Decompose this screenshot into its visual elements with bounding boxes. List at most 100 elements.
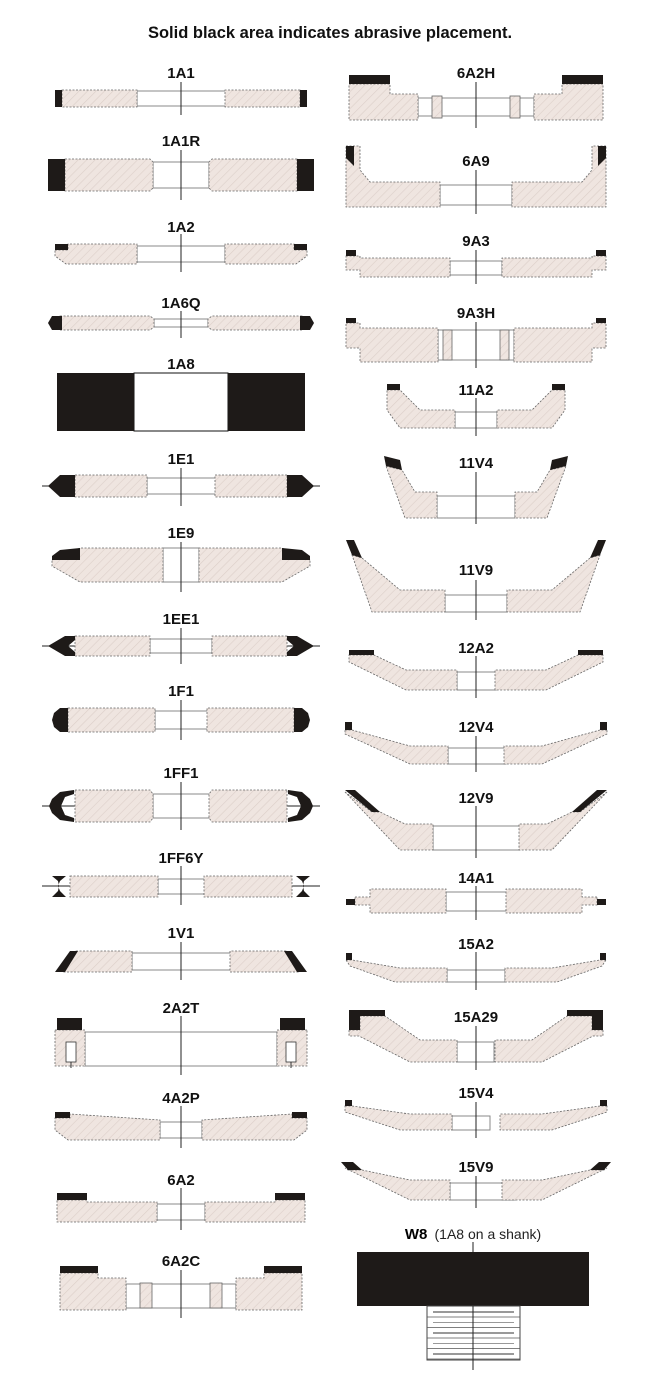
abrasive-section: [300, 316, 314, 330]
wheel-9a3: 9A3: [345, 233, 607, 284]
abrasive-section: [349, 650, 374, 655]
insert: [285, 1041, 297, 1063]
wheel-1a2: 1A2: [54, 219, 308, 272]
abrasive-section: [567, 1010, 603, 1030]
wheel-15a2: 15A2: [345, 936, 607, 990]
wheel-body: [74, 635, 151, 657]
wheel-body: [496, 389, 566, 429]
wheel-body: [503, 729, 608, 765]
abrasive-section: [346, 540, 362, 558]
abrasive-section: [48, 316, 62, 330]
wheel-body: [59, 1272, 127, 1311]
wheel-label: 9A3: [462, 233, 490, 250]
wheel-body: [385, 465, 438, 519]
abrasive-section: [550, 456, 568, 470]
abrasive-section: [562, 75, 603, 84]
wheel-15a29: 15A29: [348, 1009, 604, 1070]
abrasive-section: [346, 899, 355, 905]
abrasive-section: [300, 90, 307, 107]
abrasive-section: [296, 876, 310, 897]
abrasive-section: [600, 1100, 607, 1106]
abrasive-section: [345, 1100, 352, 1106]
wheel-label: 1A1R: [162, 133, 201, 150]
wheel-label: 1EE1: [163, 611, 200, 628]
abrasive-section: [297, 159, 314, 191]
hub: [509, 95, 521, 119]
abrasive-section: [48, 159, 65, 191]
abrasive-section: [294, 244, 307, 250]
wheel-1v1: 1V1: [55, 925, 307, 980]
wheel-11v4: 11V4: [384, 455, 568, 524]
wheel-label: 6A2: [167, 1172, 195, 1189]
wheel-1e9: 1E9: [51, 525, 311, 592]
abrasive-section: [578, 650, 603, 655]
abrasive-section: [552, 384, 565, 390]
wheel-body: [518, 791, 608, 851]
wheel-label-w8: W8 (1A8 on a shank): [405, 1226, 541, 1243]
diagram-title: Solid black area indicates abrasive plac…: [148, 24, 512, 42]
wheel-6a9: 6A9: [345, 145, 607, 214]
abrasive-section: [349, 1010, 385, 1030]
wheel-body: [501, 255, 607, 278]
abrasive-section: [275, 1193, 305, 1200]
wheel-body: [348, 83, 419, 121]
abrasive-section: [596, 318, 606, 323]
abrasive-section: [49, 790, 74, 822]
bore-hole: [131, 952, 237, 971]
abrasive-section: [52, 708, 68, 732]
wheel-label: 11V9: [459, 562, 493, 579]
wheel-1ff1: 1FF1: [42, 765, 320, 830]
wheel-label: 14A1: [458, 870, 494, 887]
abrasive-section: [341, 1162, 362, 1170]
wheel-2a2t: 2A2T: [54, 1000, 308, 1075]
wheel-body: [74, 474, 148, 498]
hub: [442, 329, 453, 361]
abrasive-section: [48, 636, 75, 656]
wheel-label: 1A6Q: [161, 295, 201, 312]
hub: [209, 1282, 223, 1309]
wheel-body: [211, 635, 288, 657]
abrasive-section: [600, 953, 606, 960]
wheel-body: [344, 1167, 451, 1201]
wheel-1a1r: 1A1R: [48, 133, 314, 200]
wheel-15v9: 15V9: [341, 1159, 611, 1208]
wheel-15v4: 15V4: [344, 1085, 608, 1138]
abrasive-section: [572, 790, 607, 812]
wheel-label: 1FF6Y: [158, 850, 203, 867]
wheel-1ee1: 1EE1: [42, 611, 320, 664]
bore-hole: [152, 793, 216, 819]
abrasive-section: [384, 456, 402, 470]
wheel-body: [206, 707, 295, 733]
abrasive-section: [264, 1266, 302, 1273]
abrasive-section: [346, 250, 356, 256]
wheel-body: [504, 959, 607, 983]
wheel-label: 1A1: [167, 65, 195, 82]
abrasive-section: [55, 90, 62, 107]
wheel-9a3h: 9A3H: [345, 305, 607, 368]
wheel-1a1: 1A1: [55, 65, 307, 115]
bore-hole: [445, 891, 509, 912]
wheel-label: 1A8: [167, 356, 195, 373]
wheel-body: [74, 789, 154, 823]
wheel-label: 1F1: [168, 683, 194, 700]
wheel-body: [345, 255, 451, 278]
abrasive-section: [346, 953, 352, 960]
abrasive-section: [55, 1112, 70, 1118]
wheel-body: [208, 158, 298, 192]
abrasive-section: [60, 1266, 98, 1273]
hub: [139, 1282, 153, 1309]
bore-hole: [451, 1115, 491, 1131]
abrasive-section: [52, 548, 80, 560]
wheel-label: 15A2: [458, 936, 494, 953]
abrasive-section: [357, 1252, 589, 1306]
abrasive-section: [346, 146, 354, 166]
wheel-label: 12V9: [458, 790, 493, 807]
wheel-label: 15A29: [454, 1009, 498, 1026]
wheel-body: [224, 89, 301, 108]
wheel-body: [204, 1199, 306, 1223]
wheel-body: [345, 145, 441, 208]
bore-hole: [447, 747, 507, 765]
wheel-label: 11A2: [458, 382, 493, 399]
abrasive-section: [598, 146, 606, 166]
